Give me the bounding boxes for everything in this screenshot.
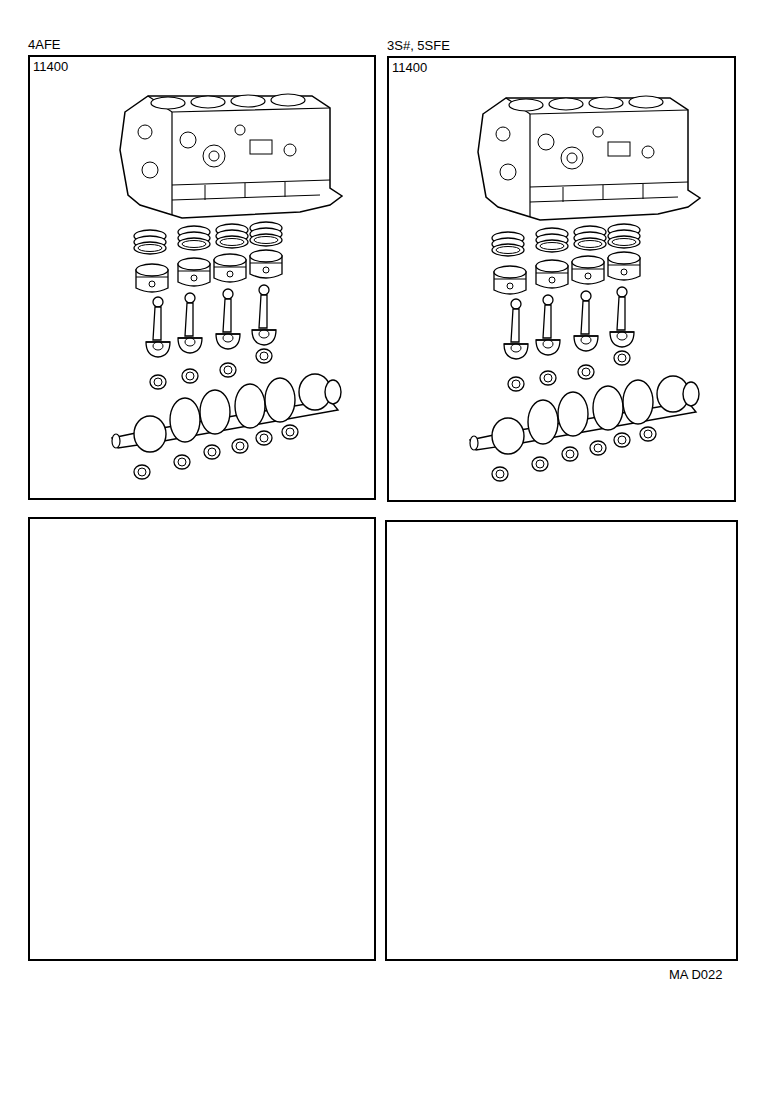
empty-panel — [29, 518, 375, 960]
short-block-drawing — [470, 96, 700, 481]
short-block-drawing — [112, 94, 342, 479]
figure-code: MA D022 — [669, 967, 722, 982]
empty-panel — [386, 521, 737, 960]
part-number: 11400 — [33, 59, 68, 74]
heading-label: 3S#, 5SFE — [387, 38, 450, 53]
catalog-panel: 3S#, 5SFE11400 — [387, 56, 736, 502]
heading-label: 4AFE — [28, 37, 61, 52]
catalog-panel: 4AFE11400 — [28, 55, 376, 500]
part-number: 11400 — [392, 60, 427, 75]
